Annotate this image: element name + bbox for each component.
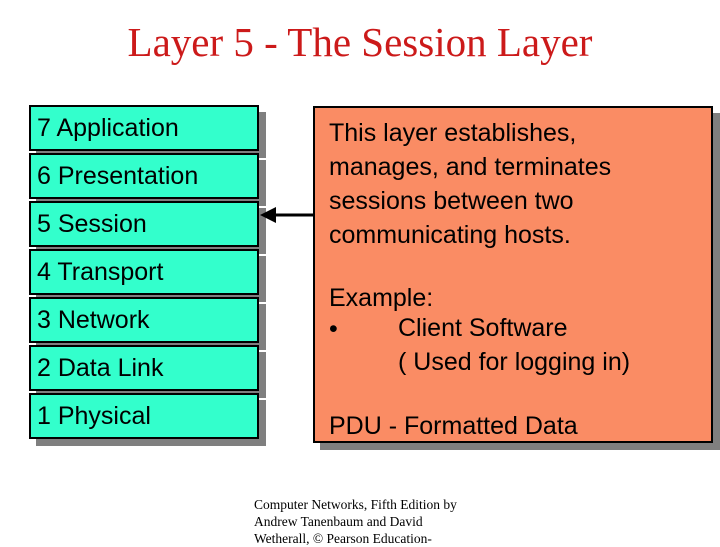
footer-line: Computer Networks, Fifth Edition by [254, 497, 457, 512]
description-text: This layer establishes, manages, and ter… [329, 116, 611, 252]
layer-session: 5 Session [29, 201, 259, 247]
layer-data-link: 2 Data Link [29, 345, 259, 391]
example-item: Client Software [398, 314, 568, 342]
example-note: ( Used for logging in) [398, 348, 631, 376]
layer-network: 3 Network [29, 297, 259, 343]
description-line: manages, and terminates [329, 153, 612, 181]
pdu-label: PDU - Formatted Data [329, 412, 578, 440]
footer-line: Wetherall, © Pearson Education- [254, 531, 432, 546]
description-line: sessions between two [329, 187, 574, 215]
layer-application: 7 Application [29, 105, 259, 151]
arrow-left-icon [260, 207, 314, 223]
layer-transport: 4 Transport [29, 249, 259, 295]
footer-line: Andrew Tanenbaum and David [254, 514, 423, 529]
description-line: communicating hosts. [329, 221, 571, 249]
example-label: Example: [329, 284, 434, 312]
layer-presentation: 6 Presentation [29, 153, 259, 199]
session-description-panel: This layer establishes, manages, and ter… [313, 106, 713, 443]
footer-credit: Computer Networks, Fifth Edition by Andr… [254, 496, 494, 547]
description-line: This layer establishes, [329, 119, 577, 147]
layer-physical: 1 Physical [29, 393, 259, 439]
slide-title: Layer 5 - The Session Layer [127, 19, 593, 65]
bullet-icon: • [329, 315, 338, 343]
